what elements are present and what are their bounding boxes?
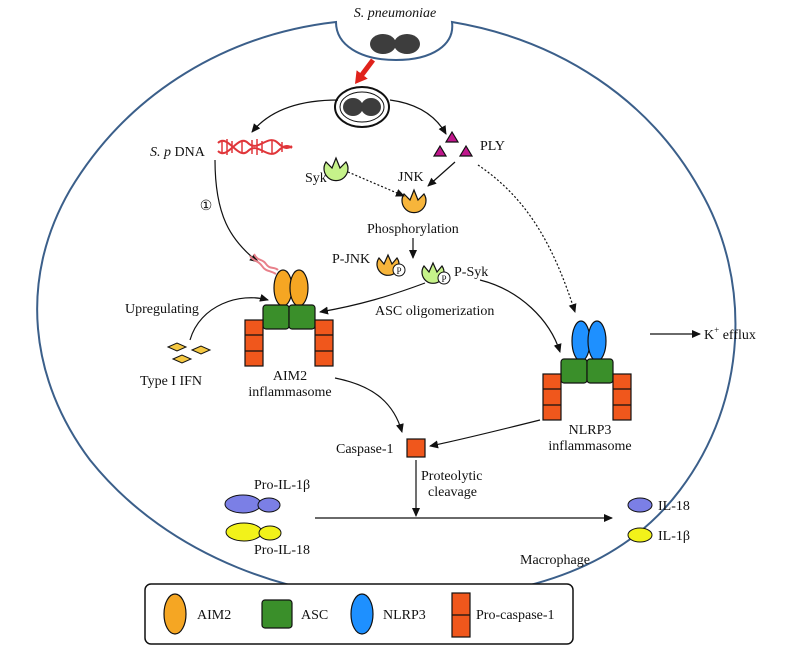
ply-to-jnk-arrow <box>427 161 456 187</box>
dna-helix-icon <box>217 139 293 155</box>
aim2-inflammasome-label-1: AIM2 <box>273 369 307 384</box>
pro-il1b-icon <box>224 494 281 514</box>
bacterium-outside <box>370 34 420 54</box>
step-marker: ① <box>200 199 213 214</box>
ply-to-nlrp3-arrow <box>477 164 577 313</box>
legend-asc-label: ASC <box>301 608 328 623</box>
syk-icon <box>323 156 349 182</box>
arrow-to-dna <box>251 99 339 133</box>
caspase1-icon <box>406 438 426 458</box>
il18-icon <box>627 497 653 513</box>
legend-nlrp3-icon <box>350 593 374 635</box>
k-efflux-label: K+ efflux <box>704 325 756 343</box>
macrophage-label: Macrophage <box>520 553 590 568</box>
jnk-label: JNK <box>398 170 424 185</box>
aim2-inflammasome-label-2: inflammasome <box>248 385 331 400</box>
nlrp3-inflammasome-label-2: inflammasome <box>548 439 631 454</box>
p-jnk-label: P-JNK <box>332 252 370 267</box>
pathogen-label: S. pneumoniae <box>354 6 436 21</box>
entry-arrow <box>355 58 375 84</box>
legend-pro-caspase-label: Pro-caspase-1 <box>476 608 555 623</box>
dna-to-aim2-arrow <box>214 159 259 263</box>
phosphorylation-label: Phosphorylation <box>367 222 459 237</box>
legend-aim2-icon <box>163 593 187 635</box>
proteolytic-label-1: Proteolytic <box>421 469 482 484</box>
arrow-to-ply <box>389 99 447 135</box>
syk-to-jnk-arrow <box>347 171 405 197</box>
legend-asc-icon <box>261 599 293 629</box>
phagosome <box>334 86 390 128</box>
legend: AIM2 ASC NLRP3 Pro-caspase-1 <box>144 583 574 645</box>
p-syk-phospho-text: P <box>441 274 446 284</box>
aim2-inflammasome <box>244 269 334 367</box>
pro-il18-icon <box>225 522 282 542</box>
ply-label: PLY <box>480 139 505 154</box>
proteolytic-label-2: cleavage <box>428 485 477 500</box>
upregulating-label: Upregulating <box>125 302 199 317</box>
ply-toxin-icon <box>432 130 474 157</box>
legend-nlrp3-label: NLRP3 <box>383 608 426 623</box>
p-syk-label: P-Syk <box>454 265 488 280</box>
type1-ifn-label: Type I IFN <box>140 374 202 389</box>
il18-label: IL-18 <box>658 499 690 514</box>
upregulating-arrow <box>189 293 269 341</box>
nlrp3-inflammasome <box>542 320 632 421</box>
aim2-to-caspase-arrow <box>334 377 404 433</box>
nlrp3-inflammasome-label-1: NLRP3 <box>569 423 612 438</box>
caspase1-label: Caspase-1 <box>336 442 394 457</box>
nlrp3-to-caspase-arrow <box>429 419 541 449</box>
jnk-icon <box>401 188 427 214</box>
il1b-icon <box>627 527 653 543</box>
asc-oligomerization-label: ASC oligomerization <box>375 304 494 319</box>
pro-il18-label: Pro-IL-18 <box>254 543 310 558</box>
legend-aim2-label: AIM2 <box>197 608 231 623</box>
type1-ifn-icon <box>166 342 212 364</box>
sp-dna-label: S. p DNA <box>150 145 206 160</box>
il1b-label: IL-1β <box>658 529 690 544</box>
p-jnk-phospho-badge <box>392 263 406 277</box>
pro-il1b-label: Pro-IL-1β <box>254 478 310 493</box>
psyk-to-nlrp3-arrow <box>479 279 562 353</box>
dna-fragment-icon <box>249 253 279 275</box>
p-syk-phospho-badge <box>437 271 451 285</box>
syk-label: Syk <box>305 171 327 186</box>
asc-oligomerization-arrow-aim2 <box>319 282 426 315</box>
cell-membrane <box>36 20 737 602</box>
p-jnk-phospho-text: P <box>396 266 401 276</box>
